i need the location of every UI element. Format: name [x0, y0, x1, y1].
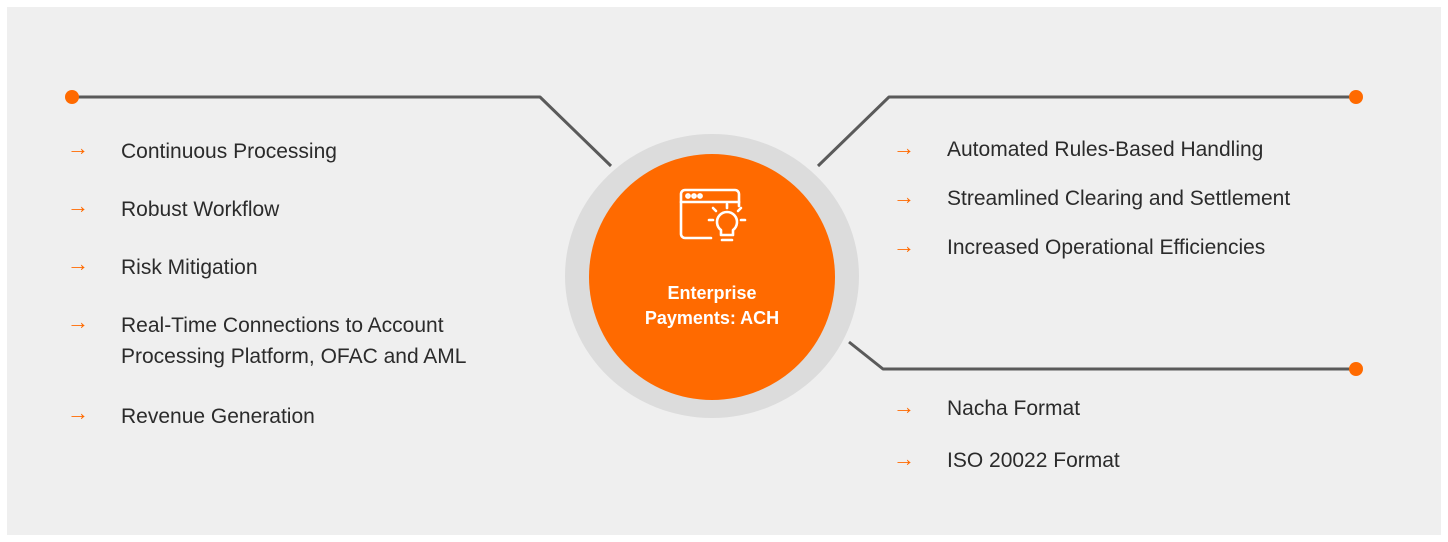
list-item: → ISO 20022 Format	[893, 447, 1393, 474]
hub-title-line2: Payments: ACH	[644, 308, 780, 328]
list-item: → Risk Mitigation	[67, 252, 547, 283]
list-item-label: Real-Time Connections to Account Process…	[121, 314, 467, 368]
list-item: → Revenue Generation	[67, 401, 547, 432]
list-item: → Increased Operational Efficiencies	[893, 234, 1393, 261]
list-item-label: Revenue Generation	[121, 405, 315, 428]
list-item-label: Increased Operational Efficiencies	[947, 236, 1266, 259]
endpoint-dot-top-right	[1349, 90, 1363, 104]
connector-top-right	[816, 95, 1356, 168]
list-item: → Nacha Format	[893, 395, 1393, 422]
arrow-right-icon: →	[893, 184, 915, 209]
list-item: → Automated Rules-Based Handling	[893, 136, 1393, 163]
arrow-right-icon: →	[893, 394, 915, 419]
arrow-right-icon: →	[67, 193, 89, 218]
endpoint-dot-bottom-right	[1349, 362, 1363, 376]
hub-title: Enterprise Payments: ACH	[589, 281, 835, 331]
top-right-feature-list: → Automated Rules-Based Handling → Streaml…	[893, 136, 1393, 283]
arrow-right-icon: →	[67, 309, 89, 334]
list-item: → Real-Time Connections to Account Proces…	[67, 310, 547, 372]
list-item: → Streamlined Clearing and Settlement	[893, 185, 1393, 212]
arrow-right-icon: →	[67, 135, 89, 160]
list-item-label: Nacha Format	[947, 397, 1081, 420]
arrow-right-icon: →	[67, 251, 89, 276]
arrow-right-icon: →	[893, 446, 915, 471]
list-item-label: Continuous Processing	[121, 140, 337, 163]
left-feature-list: →Continuous Processing →Robust Workflow …	[67, 136, 547, 459]
list-item-label: Robust Workflow	[121, 198, 280, 221]
list-item-label: Automated Rules-Based Handling	[947, 138, 1264, 161]
arrow-right-icon: →	[893, 135, 915, 160]
hub-circle	[589, 154, 835, 400]
list-item-label: ISO 20022 Format	[947, 449, 1120, 472]
hub-title-line1: Enterprise	[667, 283, 757, 303]
browser-lightbulb-icon	[679, 188, 747, 242]
arrow-right-icon: →	[67, 400, 89, 425]
connector-left	[72, 95, 613, 168]
endpoint-dot-left	[65, 90, 79, 104]
list-item-label: Streamlined Clearing and Settlement	[947, 187, 1291, 210]
list-item: → Robust Workflow	[67, 194, 547, 225]
bottom-right-format-list: → Nacha Format → ISO 20022 Format	[893, 395, 1393, 499]
arrow-right-icon: →	[893, 233, 915, 258]
list-item-label: Risk Mitigation	[121, 256, 258, 279]
list-item: → Continuous Processing	[67, 136, 547, 167]
connector-bottom-right	[848, 340, 1356, 371]
